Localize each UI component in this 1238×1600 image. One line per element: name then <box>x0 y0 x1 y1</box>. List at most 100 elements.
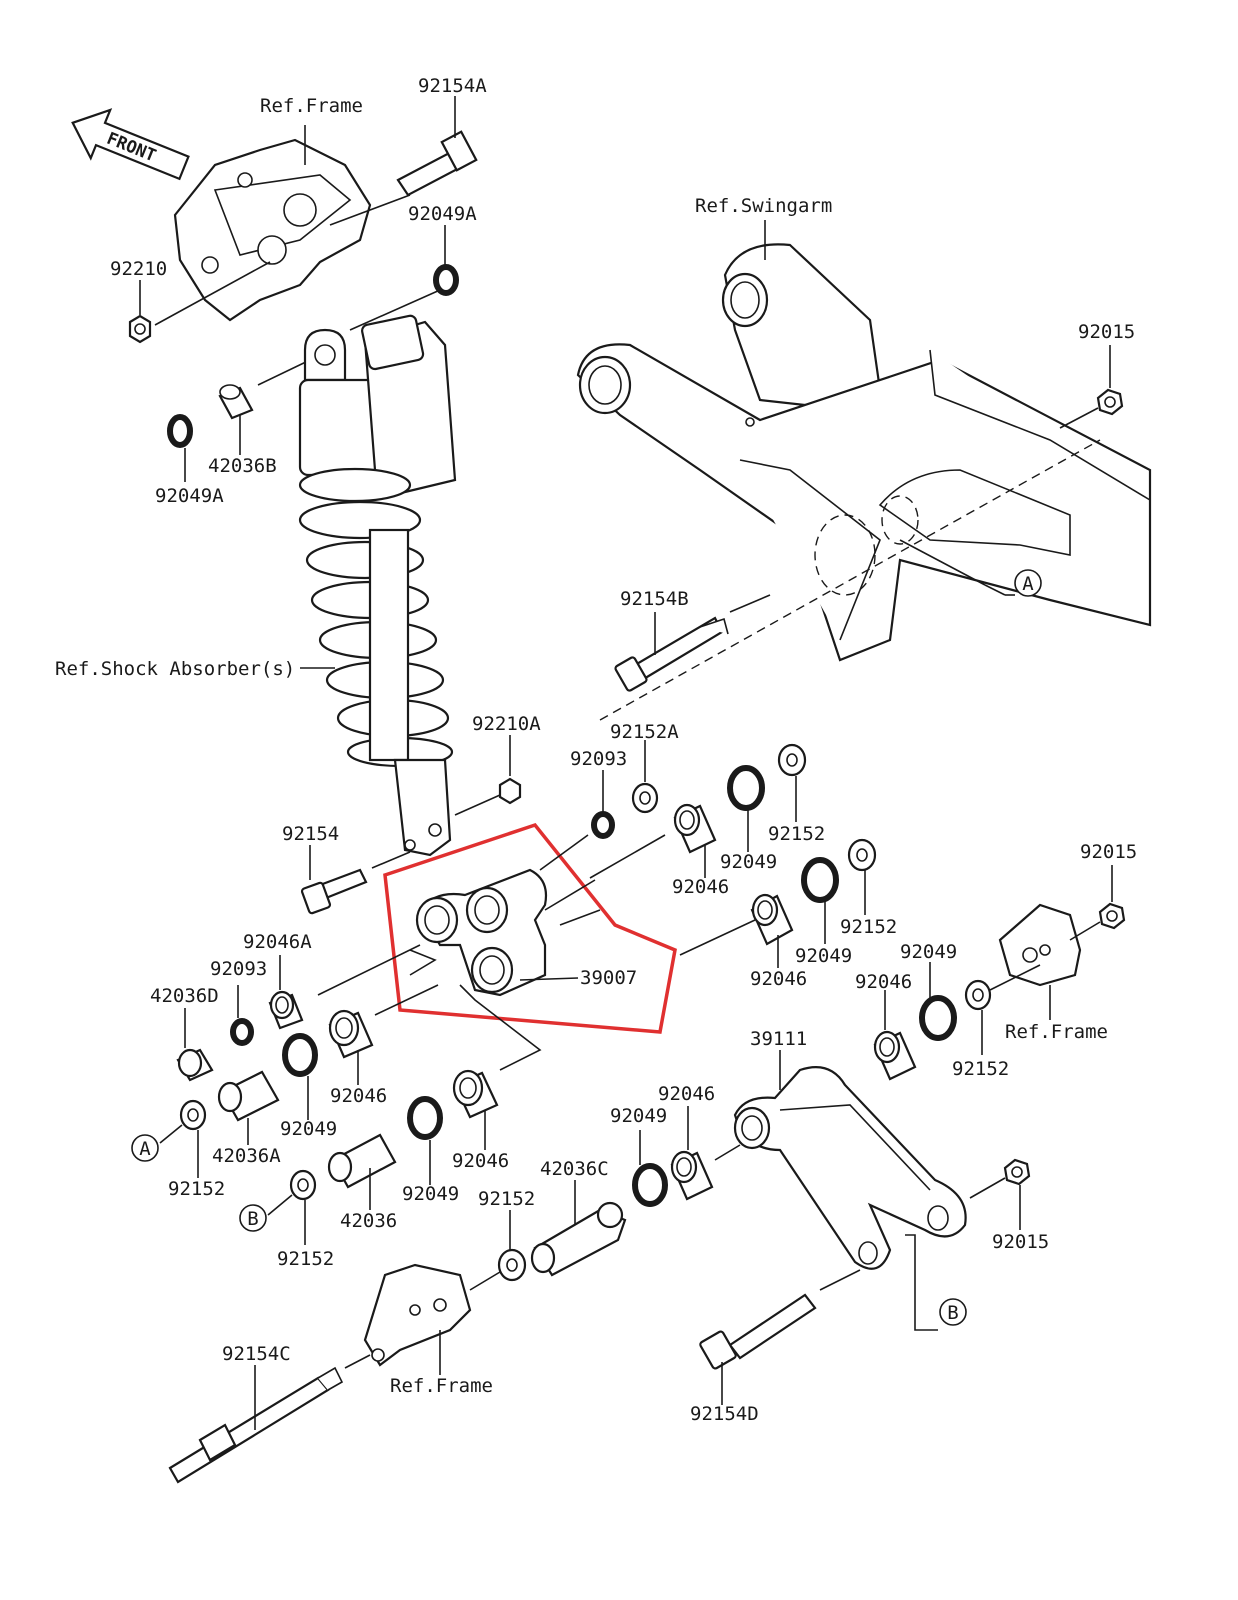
callout-A-swingarm: A <box>1014 569 1042 597</box>
label-92046-right: 92046 <box>855 971 912 993</box>
washer-92093-top <box>591 811 615 839</box>
washer-92049A-top <box>433 264 459 296</box>
label-ref-frame-bottom: Ref.Frame <box>390 1375 493 1397</box>
washer-92152-a <box>179 1099 207 1131</box>
callout-B-link: B <box>939 1298 967 1326</box>
washer-92152-link <box>497 1248 527 1282</box>
label-92210A: 92210A <box>472 713 541 735</box>
label-42036B: 42036B <box>208 455 277 477</box>
label-92049-link: 92049 <box>610 1105 667 1127</box>
label-92049-r1: 92049 <box>720 851 777 873</box>
label-92152-r2: 92152 <box>840 916 897 938</box>
svg-text:A: A <box>139 1138 151 1160</box>
washer-92152-r1 <box>777 743 807 777</box>
label-92152-a: 92152 <box>168 1178 225 1200</box>
front-direction-arrow: FRONT <box>71 108 190 181</box>
collar-42036 <box>327 1133 397 1189</box>
label-92152-r1: 92152 <box>768 823 825 845</box>
label-39007: 39007 <box>580 967 637 989</box>
label-ref-shock-absorber: Ref.Shock Absorber(s) <box>55 658 295 680</box>
svg-text:B: B <box>947 1302 958 1324</box>
nut-92015-right <box>1098 902 1126 930</box>
label-92046-r1: 92046 <box>672 876 729 898</box>
shock-absorber <box>298 314 457 857</box>
label-92154A: 92154A <box>418 75 487 97</box>
washer-92152A <box>631 782 659 814</box>
label-92015-top: 92015 <box>1078 321 1135 343</box>
label-92093-top: 92093 <box>570 748 627 770</box>
bolt-92154C <box>168 1366 344 1484</box>
callout-A-left: A <box>131 1134 159 1162</box>
label-92049A-top: 92049A <box>408 203 477 225</box>
bearing-92046-link <box>670 1150 714 1201</box>
frame-bracket-top <box>173 138 372 322</box>
label-42036: 42036 <box>340 1210 397 1232</box>
label-92015-right: 92015 <box>1080 841 1137 863</box>
nut-92210 <box>128 314 152 344</box>
label-ref-frame-top: Ref.Frame <box>260 95 363 117</box>
label-92046-low: 92046 <box>452 1150 509 1172</box>
link-39111 <box>733 1066 967 1270</box>
bearing-92046-right <box>873 1030 917 1081</box>
label-42036C: 42036C <box>540 1158 609 1180</box>
washer-92049A-left <box>167 414 193 448</box>
label-92046-r2: 92046 <box>750 968 807 990</box>
label-92154: 92154 <box>282 823 339 845</box>
washer-92152-b <box>289 1169 317 1201</box>
bearing-92046-r2 <box>750 893 794 946</box>
washer-92152-r2 <box>847 838 877 872</box>
label-92049-low: 92049 <box>402 1183 459 1205</box>
label-92152-right: 92152 <box>952 1058 1009 1080</box>
frame-bracket-bottom <box>363 1263 472 1367</box>
nut-92015-link <box>1003 1158 1031 1186</box>
label-ref-swingarm: Ref.Swingarm <box>695 195 832 217</box>
label-92152-link: 92152 <box>478 1188 535 1210</box>
bolt-92154A <box>396 130 478 197</box>
bearing-92046-low <box>452 1069 499 1119</box>
washer-92093-left <box>230 1018 254 1046</box>
oring-92049-r2 <box>801 857 839 903</box>
label-92049-right: 92049 <box>900 941 957 963</box>
label-92046A: 92046A <box>243 931 312 953</box>
washer-92152-right <box>964 979 992 1011</box>
label-92046-mid: 92046 <box>330 1085 387 1107</box>
label-92154B: 92154B <box>620 588 689 610</box>
label-92093-left: 92093 <box>210 958 267 980</box>
label-92046-link: 92046 <box>658 1083 715 1105</box>
link-39007 <box>415 868 548 997</box>
highlight-outline-39007 <box>383 822 677 1034</box>
label-92049-mid: 92049 <box>280 1118 337 1140</box>
bearing-92046A <box>268 990 304 1030</box>
collar-42036A <box>217 1070 280 1122</box>
nut-92015-top <box>1096 388 1124 416</box>
label-92049A-left: 92049A <box>155 485 224 507</box>
collar-42036C <box>530 1201 627 1277</box>
bearing-92046-r1 <box>673 803 717 854</box>
label-92154C: 92154C <box>222 1343 291 1365</box>
label-39111: 39111 <box>750 1028 807 1050</box>
label-92152-b: 92152 <box>277 1248 334 1270</box>
bolt-92154B <box>614 616 729 692</box>
label-42036A: 42036A <box>212 1145 281 1167</box>
swingarm <box>576 243 1152 662</box>
label-42036D: 42036D <box>150 985 219 1007</box>
label-ref-frame-right: Ref.Frame <box>1005 1021 1108 1043</box>
bolt-92154 <box>300 868 368 915</box>
svg-text:A: A <box>1022 573 1034 595</box>
bearing-92046-mid <box>328 1009 374 1059</box>
label-92049-r2: 92049 <box>795 945 852 967</box>
collar-42036D <box>176 1048 214 1082</box>
oring-92049-r1 <box>727 765 765 811</box>
oring-92049-link <box>632 1163 668 1207</box>
label-92015-link: 92015 <box>992 1231 1049 1253</box>
label-92152A: 92152A <box>610 721 679 743</box>
label-92154D: 92154D <box>690 1403 759 1425</box>
oring-92049-low <box>407 1096 443 1140</box>
frame-bracket-right <box>998 903 1082 987</box>
svg-text:B: B <box>247 1208 258 1230</box>
collar-42036B <box>218 384 254 420</box>
callout-B-left: B <box>239 1204 267 1232</box>
oring-92049-mid <box>282 1033 318 1077</box>
label-92210: 92210 <box>110 258 167 280</box>
